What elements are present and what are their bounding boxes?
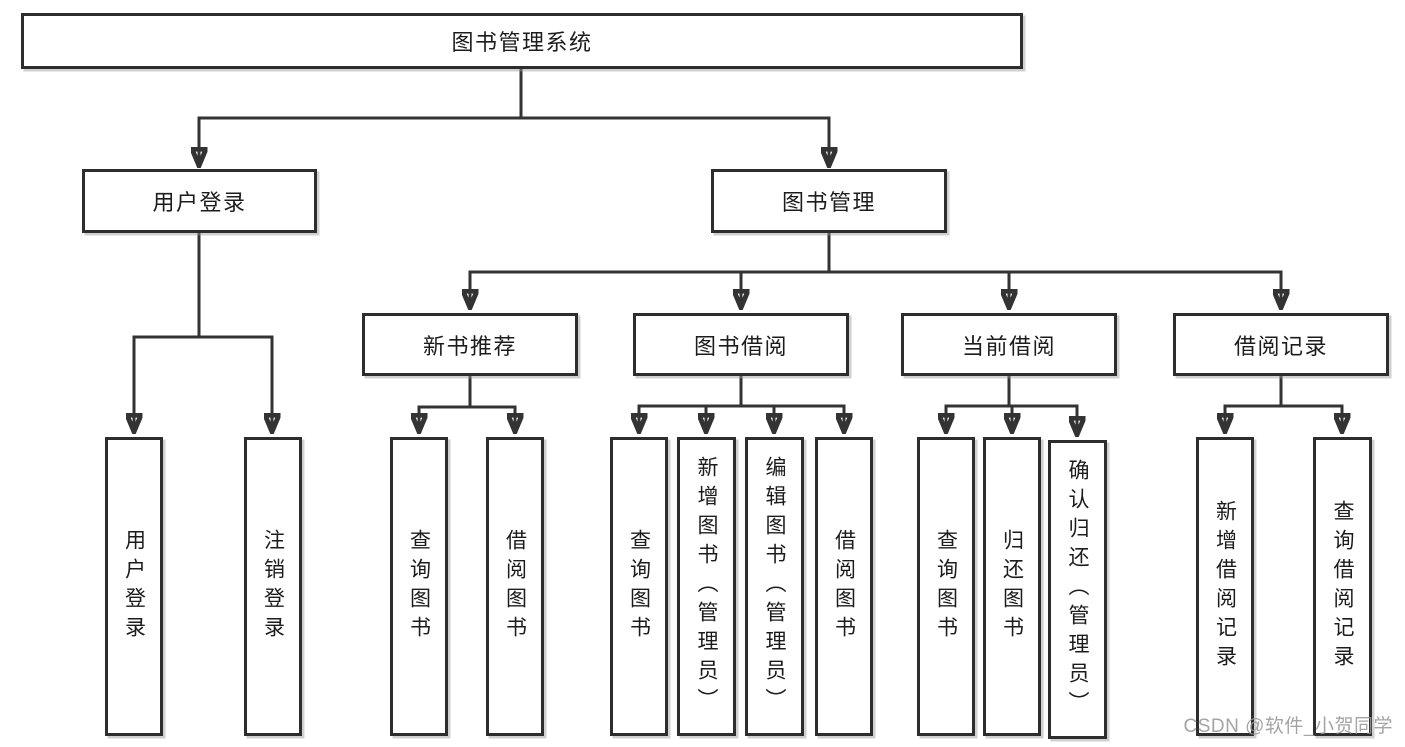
node-leaf-rec-borrow-book-label: 借阅图书 [503,528,527,645]
node-leaf-bb-query-book: 查询图书 [610,437,668,736]
node-user-login-label: 用户登录 [152,190,247,215]
node-leaf-br-query-record: 查询借阅记录 [1313,437,1372,736]
node-leaf-user-login: 用户登录 [105,437,163,736]
node-leaf-logout-label: 注销登录 [261,528,285,645]
node-leaf-cb-return-book: 归还图书 [983,437,1041,736]
node-leaf-bb-add-book-label: 新增图书（管理员） [695,456,718,717]
node-leaf-bb-add-book: 新增图书（管理员） [677,437,736,736]
node-user-login: 用户登录 [82,169,317,233]
node-leaf-cb-query-book: 查询图书 [917,437,975,736]
node-book-mgmt: 图书管理 [711,169,947,233]
node-current-borrow: 当前借阅 [901,313,1117,376]
node-leaf-rec-query-book-label: 查询图书 [407,528,431,645]
node-leaf-rec-borrow-book: 借阅图书 [486,437,544,736]
csdn-watermark: CSDN @软件_小贺同学 [1183,716,1393,737]
node-leaf-cb-confirm-return-label: 确认归还（管理员） [1066,459,1089,720]
node-book-borrow: 图书借阅 [633,313,849,376]
node-leaf-br-add-record: 新增借阅记录 [1196,437,1254,736]
node-leaf-br-query-record-label: 查询借阅记录 [1331,499,1354,674]
node-leaf-bb-edit-book-label: 编辑图书（管理员） [763,456,786,717]
node-borrow-record-label: 借阅记录 [1233,333,1328,359]
node-leaf-cb-confirm-return: 确认归还（管理员） [1048,440,1107,739]
node-leaf-cb-query-book-label: 查询图书 [934,528,958,645]
node-leaf-user-login-label: 用户登录 [122,528,146,645]
node-root: 图书管理系统 [21,13,1023,69]
node-new-book-rec-label: 新书推荐 [422,333,517,359]
node-leaf-logout: 注销登录 [244,437,302,736]
node-leaf-br-add-record-label: 新增借阅记录 [1213,499,1237,674]
node-new-book-rec: 新书推荐 [362,313,578,376]
node-root-label: 图书管理系统 [451,30,593,55]
node-book-borrow-label: 图书借阅 [693,333,788,359]
node-current-borrow-label: 当前借阅 [961,333,1056,359]
node-borrow-record: 借阅记录 [1173,313,1389,376]
node-leaf-bb-borrow-book-label: 借阅图书 [832,528,856,645]
node-leaf-cb-return-book-label: 归还图书 [1000,528,1024,645]
node-leaf-bb-borrow-book: 借阅图书 [815,437,873,736]
node-leaf-bb-edit-book: 编辑图书（管理员） [745,437,804,736]
node-leaf-bb-query-book-label: 查询图书 [627,528,651,645]
node-book-mgmt-label: 图书管理 [781,190,876,215]
node-leaf-rec-query-book: 查询图书 [390,437,448,736]
